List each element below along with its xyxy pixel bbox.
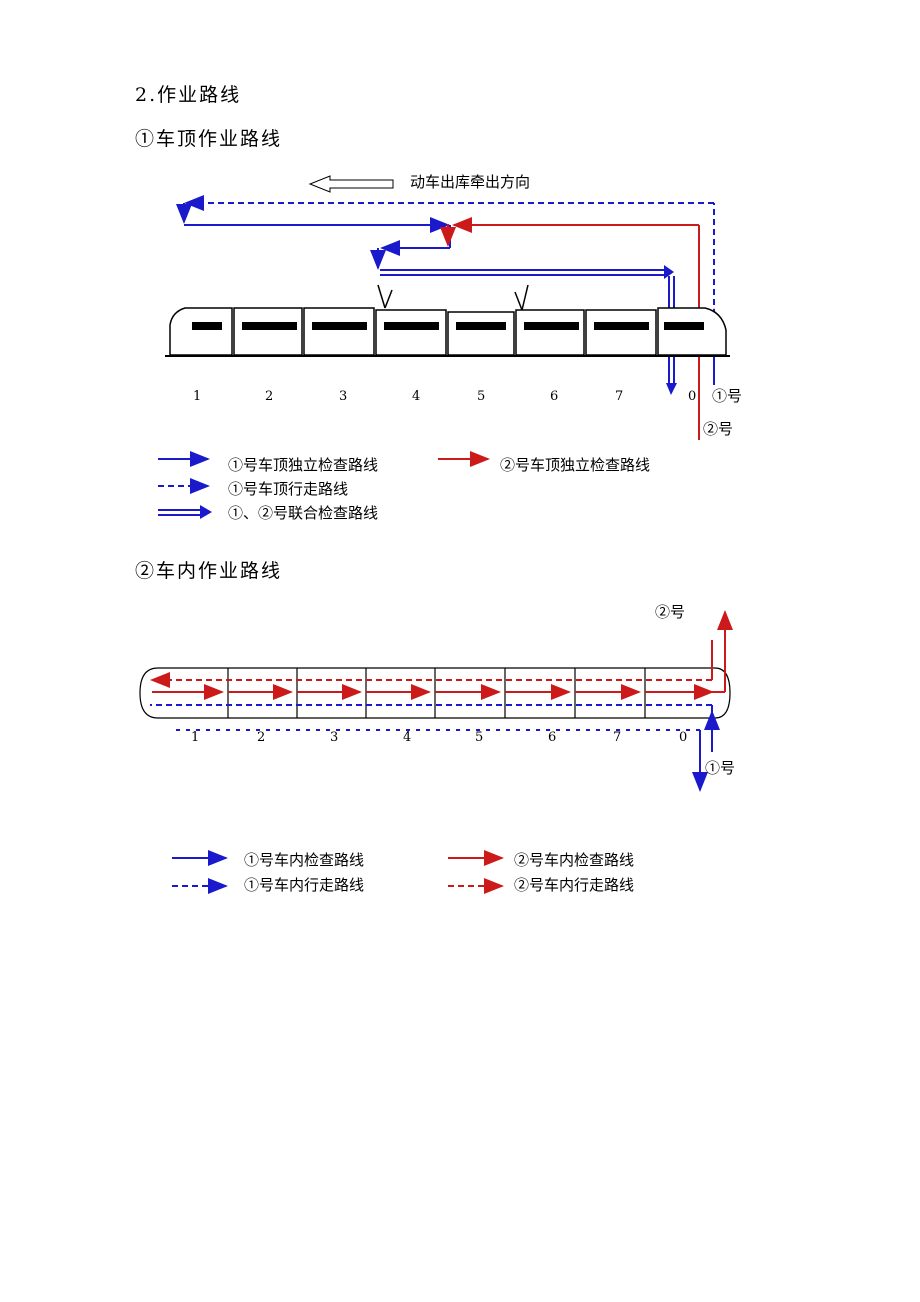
interior-car-number: 1 bbox=[191, 730, 200, 745]
roof-car-number: 7 bbox=[615, 389, 624, 404]
worker1-interior-walk-route bbox=[150, 704, 720, 792]
interior-legend-label: ②号车内检查路线 bbox=[514, 851, 635, 869]
interior-car-number: 3 bbox=[330, 730, 339, 745]
interior-legend-label: ②号车内行走路线 bbox=[514, 876, 635, 894]
roof-car-number: 0 bbox=[688, 389, 697, 404]
roof-car-number: 1 bbox=[193, 389, 202, 404]
roof-legend-label: ①、②号联合检查路线 bbox=[228, 504, 379, 522]
train-windows bbox=[192, 322, 704, 330]
roof-route-title: ①车顶作业路线 bbox=[135, 128, 283, 150]
roof-route-diagram bbox=[158, 175, 730, 519]
interior-car-number: 4 bbox=[403, 730, 412, 745]
roof-car-number: 3 bbox=[339, 389, 348, 404]
roof-worker2-label: ②号 bbox=[703, 420, 734, 438]
train-illustration bbox=[165, 284, 730, 357]
interior-car-number: 0 bbox=[679, 730, 688, 745]
roof-legend-label: ①号车顶行走路线 bbox=[228, 480, 349, 498]
roof-legend-label: ①号车顶独立检查路线 bbox=[228, 456, 379, 474]
interior-route-title: ②车内作业路线 bbox=[135, 560, 283, 582]
roof-worker1-label: ①号 bbox=[712, 387, 743, 405]
roof-car-number: 2 bbox=[265, 389, 274, 404]
roof-legend-graphics bbox=[158, 451, 490, 519]
interior-legend-label: ①号车内行走路线 bbox=[244, 876, 365, 894]
direction-arrow bbox=[308, 175, 394, 193]
roof-car-number: 4 bbox=[412, 389, 421, 404]
interior-car-number: 2 bbox=[257, 730, 266, 745]
interior-car-number: 6 bbox=[548, 730, 557, 745]
interior-worker2-label: ②号 bbox=[655, 603, 686, 621]
interior-car-number: 5 bbox=[475, 730, 484, 745]
interior-worker1-label: ①号 bbox=[705, 759, 736, 777]
direction-label: 动车出库牵出方向 bbox=[410, 173, 531, 191]
section-title: 2.作业路线 bbox=[135, 84, 242, 106]
interior-legend-label: ①号车内检查路线 bbox=[244, 851, 365, 869]
worker2-interior-walk-route bbox=[150, 610, 733, 693]
interior-legend-graphics bbox=[172, 850, 504, 894]
roof-legend-label: ②号车顶独立检查路线 bbox=[500, 456, 651, 474]
roof-car-number: 5 bbox=[477, 389, 486, 404]
interior-car-number: 7 bbox=[613, 730, 622, 745]
roof-car-number: 6 bbox=[550, 389, 559, 404]
